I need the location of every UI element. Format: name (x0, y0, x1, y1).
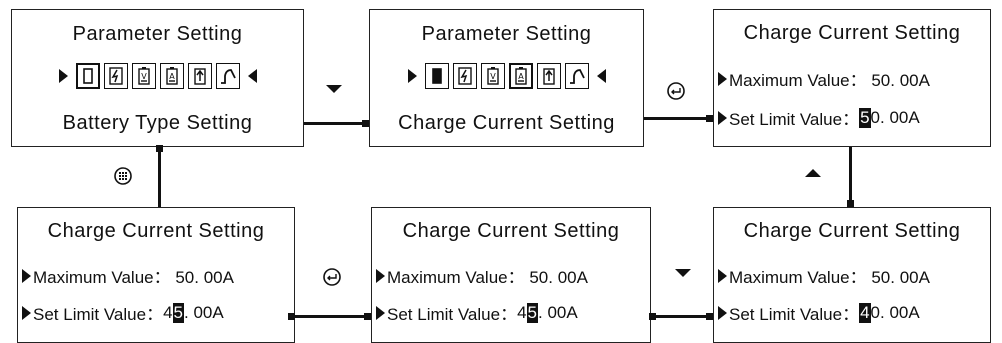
svg-text:V: V (141, 72, 147, 81)
pointer-icon (376, 305, 385, 320)
set-limit-cursor-digit: 5 (172, 302, 185, 323)
scroll-left-icon (596, 69, 606, 83)
set-limit-label: Set Limit Value： (387, 305, 518, 324)
maximum-value-line: Maximum Value： 50. 00A (718, 263, 930, 288)
connector-node (706, 313, 713, 320)
maximum-value-text: Maximum Value： 50. 00A (729, 268, 930, 287)
charge-up-icon (187, 63, 212, 89)
set-limit-cursor-digit: 4 (859, 302, 871, 323)
battery-icon (424, 63, 449, 89)
connector-node (156, 145, 163, 152)
enter-key-icon (323, 268, 341, 286)
connector-s6-s1 (158, 147, 161, 207)
screen-title: Parameter Setting (72, 23, 243, 45)
menu-key-icon (114, 167, 132, 185)
connector-node (364, 313, 371, 320)
screen-parameter-charge-current: Parameter Setting V A Charge Current Set… (369, 9, 644, 147)
pointer-icon (22, 268, 31, 283)
connector-node (288, 313, 295, 320)
screen-title: Charge Current Setting (743, 220, 961, 242)
set-limit-digits-post: . 00A (538, 302, 578, 322)
set-limit-cursor-digit: 5 (526, 302, 539, 323)
battery-lock-icon: A (159, 63, 184, 89)
maximum-value-text: Maximum Value： 50. 00A (729, 71, 930, 90)
lightning-icon (103, 63, 128, 89)
screen-charge-current-bottom-middle: Charge Current Setting Maximum Value： 50… (371, 207, 651, 343)
connector-node (706, 115, 713, 122)
enter-key-icon (667, 82, 685, 100)
set-limit-digits-post: 0. 00A (870, 107, 920, 127)
screen-charge-current-top-right: Charge Current Setting Maximum Value： 50… (713, 9, 991, 147)
svg-text:A: A (169, 72, 175, 81)
screen-title: Charge Current Setting (743, 22, 961, 44)
svg-text:A: A (518, 72, 524, 81)
connector-node (649, 313, 656, 320)
curve-icon (564, 63, 589, 89)
connector-s2-s3 (644, 117, 713, 120)
pointer-icon (718, 110, 727, 125)
scroll-left-icon (247, 69, 257, 83)
screen-subtitle: Charge Current Setting (398, 112, 615, 134)
maximum-value-line: Maximum Value： 50. 00A (376, 263, 588, 288)
maximum-value-text: Maximum Value： 50. 00A (387, 268, 588, 287)
screen-title: Charge Current Setting (47, 220, 265, 242)
battery-voltage-icon: V (131, 63, 156, 89)
pointer-icon (718, 71, 727, 86)
connector-node (362, 120, 369, 127)
curve-icon (215, 63, 240, 89)
battery-lock-icon: A (508, 63, 533, 89)
screen-title: Parameter Setting (421, 23, 592, 45)
set-limit-digits-post: 0. 00A (870, 302, 920, 322)
connector-s1-s2 (304, 122, 369, 125)
screen-parameter-battery-type: Parameter Setting V A Battery Type Setti… (11, 9, 304, 147)
maximum-value-text: Maximum Value： 50. 00A (33, 268, 234, 287)
pointer-icon (718, 268, 727, 283)
icon-menu-row: V A (370, 63, 643, 89)
pointer-icon (718, 305, 727, 320)
screen-subtitle: Battery Type Setting (62, 112, 253, 134)
set-limit-digits-post: . 00A (184, 302, 224, 322)
set-limit-digits-pre: 4 (163, 302, 173, 322)
connector-s4-s5 (651, 315, 713, 318)
screen-title: Charge Current Setting (402, 220, 620, 242)
scroll-right-icon (58, 69, 68, 83)
connector-s5-s6 (295, 315, 371, 318)
pointer-icon (22, 305, 31, 320)
pointer-icon (376, 268, 385, 283)
set-limit-label: Set Limit Value： (729, 110, 860, 129)
connector-node (847, 200, 854, 207)
battery-icon (75, 63, 100, 89)
screen-charge-current-bottom-left: Charge Current Setting Maximum Value： 50… (17, 207, 295, 343)
maximum-value-line: Maximum Value： 50. 00A (718, 66, 930, 91)
maximum-value-line: Maximum Value： 50. 00A (22, 263, 234, 288)
down-arrow-key-icon (675, 269, 691, 277)
set-limit-label: Set Limit Value： (33, 305, 164, 324)
lightning-icon (452, 63, 477, 89)
set-limit-digits-pre: 4 (517, 302, 527, 322)
set-limit-cursor-digit: 5 (859, 107, 871, 128)
set-limit-label: Set Limit Value： (729, 305, 860, 324)
charge-up-icon (536, 63, 561, 89)
scroll-right-icon (407, 69, 417, 83)
connector-s3-s4 (849, 147, 852, 207)
icon-menu-row: V A (12, 63, 303, 89)
up-arrow-key-icon (805, 169, 821, 177)
svg-text:V: V (490, 72, 496, 81)
battery-voltage-icon: V (480, 63, 505, 89)
screen-charge-current-bottom-right: Charge Current Setting Maximum Value： 50… (713, 207, 991, 343)
down-arrow-key-icon (326, 85, 342, 93)
